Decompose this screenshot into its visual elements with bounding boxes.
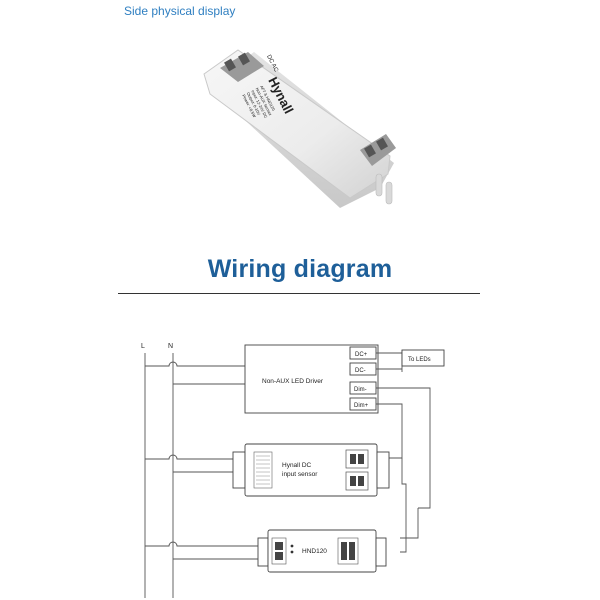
driver-label: Non-AUX LED Driver xyxy=(262,378,324,385)
housing-top xyxy=(203,49,391,199)
wire-dim-minus xyxy=(376,387,431,509)
section-caption: Side physical display xyxy=(124,4,236,18)
terminal-label-dim-plus: Dim+ xyxy=(354,403,369,409)
to-leds-box xyxy=(401,349,445,367)
wire-L-sensor xyxy=(145,454,233,460)
line-label-L: L xyxy=(141,343,145,350)
wire-L-driver xyxy=(145,361,245,367)
section-divider xyxy=(118,293,480,294)
mounting-tab xyxy=(385,181,393,205)
to-leds-label: To LEDs xyxy=(408,357,431,363)
dc-input-sensor xyxy=(232,443,390,497)
mounting-tab xyxy=(375,173,383,197)
wire-dim-plus-switch xyxy=(400,458,407,553)
left-terminal-block xyxy=(220,52,264,82)
terminal-label-dc-minus: DC- xyxy=(355,368,366,374)
terminal-label-dim-minus: Dim- xyxy=(354,387,367,393)
wire-L-switch xyxy=(145,541,258,547)
terminal-label-dc-plus: DC+ xyxy=(355,352,368,358)
right-terminal-block xyxy=(360,134,396,166)
sensor-label-1: Hynall DC xyxy=(282,462,312,469)
wire-dim-minus-switch xyxy=(400,508,419,539)
section-title: Wiring diagram xyxy=(207,255,393,283)
product-photo: Hynall DC AC AFT & HND120 Non-AUX Sensor… xyxy=(203,49,396,208)
hnd120-module xyxy=(257,529,387,573)
switch-label: HND120 xyxy=(302,548,327,555)
wire-dim-plus xyxy=(376,403,403,459)
sensor-label-2: input sensor xyxy=(282,471,318,478)
line-label-N: N xyxy=(168,343,173,350)
